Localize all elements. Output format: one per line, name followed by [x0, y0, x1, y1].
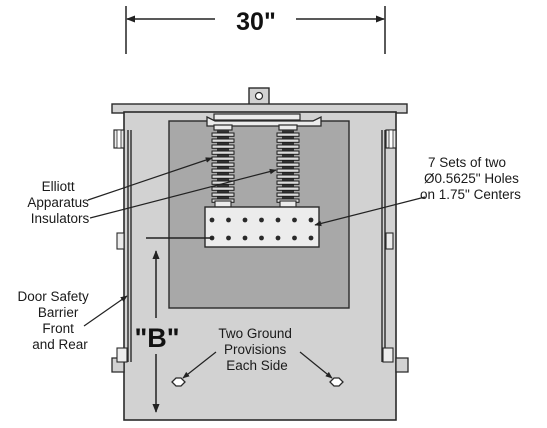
mounting-hole: [292, 217, 297, 223]
mounting-hole: [242, 217, 248, 223]
barrier-leader: [83, 295, 128, 327]
barrier-line-2: Barrier: [38, 305, 79, 320]
insulators-line-3: Insulators: [31, 211, 90, 226]
left-barrier-rail: [113, 129, 132, 363]
callout-barrier: Door Safety Barrier Front and Rear: [17, 289, 128, 352]
svg-text:7 Sets of two Ø0.5625" H: 7 Sets of two Ø0.5625" Holes on 1.75" Ce…: [420, 155, 523, 202]
height-dimension: "B": [133, 237, 213, 413]
ground-provision-left: [171, 377, 186, 387]
mounting-hole: [292, 235, 297, 241]
mounting-hole: [226, 217, 231, 223]
svg-text:Two Ground Provisions: Two Ground Provisions Each Side: [218, 326, 295, 373]
bottom-right-flange: [395, 357, 409, 373]
bus-bar-top: [206, 115, 322, 127]
hole-grid: [209, 217, 314, 241]
insulators-line-1: Elliott: [42, 179, 75, 194]
mounting-hole: [226, 235, 231, 241]
mounting-hole: [275, 217, 281, 223]
enclosure: [111, 87, 409, 421]
width-dimension: 30": [125, 6, 386, 54]
terminal-block: [204, 206, 320, 248]
insulator-left: [211, 124, 235, 208]
svg-text:Door Safety Barrier: Door Safety Barrier Front and Rear: [17, 289, 92, 352]
ground-line-1: Two Ground: [218, 326, 292, 341]
ground-leader-left: [182, 351, 217, 379]
mounting-hole: [209, 217, 215, 223]
height-label: "B": [134, 323, 179, 353]
insulators-leader-lower: [89, 168, 277, 219]
holes-leader: [314, 196, 426, 227]
insulators-line-2: Apparatus: [27, 195, 89, 210]
callout-ground: Two Ground Provisions Each Side: [182, 326, 333, 379]
holes-line-3: on 1.75" Centers: [420, 187, 521, 202]
mounting-hole: [242, 235, 248, 241]
barrier-line-3: Front: [42, 321, 74, 336]
callout-holes: 7 Sets of two Ø0.5625" Holes on 1.75" Ce…: [314, 155, 523, 227]
mounting-hole: [275, 235, 281, 241]
svg-text:Elliott Apparatus: Elliott Apparatus Insulators: [27, 179, 92, 226]
holes-line-1: 7 Sets of two: [428, 155, 506, 170]
mounting-hole: [259, 217, 264, 223]
ground-provision-right: [329, 377, 344, 387]
right-barrier-rail: [381, 129, 397, 363]
ground-line-2: Provisions: [224, 342, 287, 357]
barrier-line-1: Door Safety: [17, 289, 89, 304]
insulator-right: [276, 124, 300, 208]
barrier-line-4: and Rear: [32, 337, 88, 352]
callout-insulators: Elliott Apparatus Insulators: [27, 157, 277, 226]
bus-support: [213, 113, 301, 121]
width-label: 30": [236, 8, 276, 36]
mounting-hole: [308, 235, 314, 241]
mounting-hole: [259, 235, 264, 241]
mounting-hole: [308, 217, 314, 223]
insulators-leader-upper: [87, 157, 213, 201]
lifting-hole: [254, 91, 264, 101]
ground-leader-right: [299, 351, 333, 379]
ground-line-3: Each Side: [226, 358, 288, 373]
holes-line-2: Ø0.5625" Holes: [424, 171, 519, 186]
